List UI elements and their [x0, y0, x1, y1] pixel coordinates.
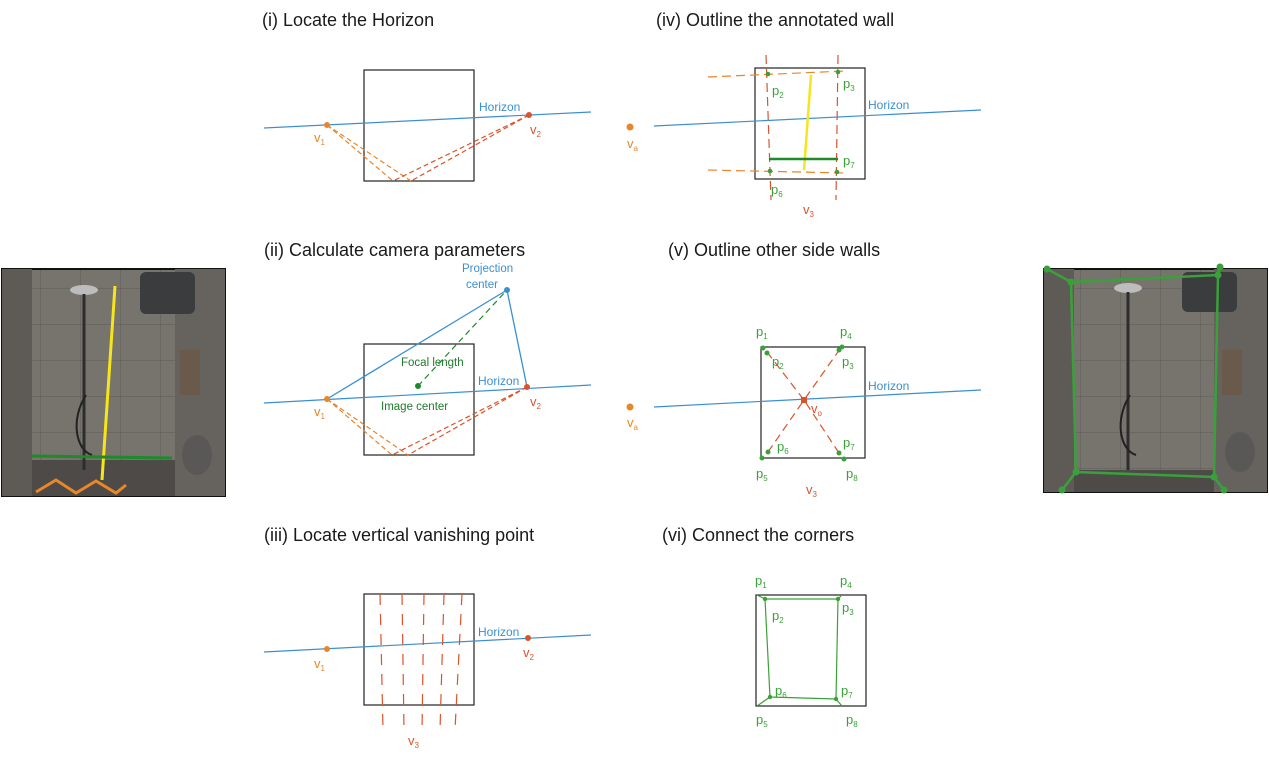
vanishing-point-vo — [801, 397, 807, 403]
label-v3: v3 — [408, 733, 420, 750]
vertical-lines — [379, 593, 463, 731]
horizon-label: Horizon — [868, 98, 909, 112]
panel-title-i: (i) Locate the Horizon — [262, 10, 435, 30]
panel-vi-diagram: p1 p4 p2 p3 p6 p7 p5 p8 — [755, 573, 867, 729]
label-v2: v2 — [530, 122, 542, 139]
image-center-label: Image center — [381, 401, 448, 413]
label-va: va — [627, 415, 639, 432]
panel-iii-diagram: Horizon v1 v2 v3 — [263, 593, 592, 750]
horizon-label: Horizon — [478, 625, 519, 639]
panel-title-iii: (iii) Locate vertical vanishing point — [264, 525, 535, 545]
focal-length-label: Focal length — [401, 357, 464, 369]
annotation-wall-line — [31, 454, 173, 460]
panel-i-diagram: Horizon v1 v2 — [263, 69, 592, 182]
horizon-line — [263, 384, 592, 404]
panel-title-v: (v) Outline other side walls — [668, 240, 881, 260]
panel-title-vi: (vi) Connect the corners — [662, 525, 855, 545]
label-v2: v2 — [523, 645, 535, 662]
label-p6: p6 — [777, 439, 789, 456]
image-frame — [363, 69, 475, 182]
label-p7: p7 — [843, 153, 855, 170]
label-p1: p1 — [756, 324, 768, 341]
shower-head — [70, 285, 98, 295]
label-p8: p8 — [846, 712, 858, 729]
projection-center-label-2: center — [466, 279, 498, 291]
label-p2: p2 — [772, 608, 784, 625]
horizon-line — [263, 111, 592, 129]
projection-triangle — [326, 289, 528, 400]
label-p3: p3 — [843, 76, 855, 93]
panel-iv-diagram: Horizon va p2 p3 p7 p6 v3 — [626, 54, 982, 219]
label-vo: vo — [811, 401, 823, 418]
label-va: va — [627, 136, 639, 153]
annotation-vertical-line — [802, 74, 813, 171]
label-p6: p6 — [771, 182, 783, 199]
label-p5: p5 — [756, 712, 768, 729]
label-p6: p6 — [775, 683, 787, 700]
horizon-label: Horizon — [478, 374, 519, 388]
panel-ii-diagram: Horizon Projection center Focal length I… — [263, 263, 592, 456]
vanishing-point-v1 — [324, 122, 330, 128]
label-v1: v1 — [314, 656, 326, 673]
annotation-floor-zigzag — [35, 478, 127, 495]
connected-corners — [756, 594, 843, 707]
label-p2: p2 — [772, 83, 784, 100]
label-p4: p4 — [840, 573, 852, 590]
horizon-line — [653, 109, 982, 127]
horizon-line — [263, 634, 592, 653]
horizon-label: Horizon — [479, 100, 520, 114]
panel-title-ii: (ii) Calculate camera parameters — [264, 240, 526, 260]
label-p5: p5 — [756, 466, 768, 483]
label-v1: v1 — [314, 404, 326, 421]
water-heater — [140, 272, 195, 314]
panel-title-iv: (iv) Outline the annotated wall — [656, 10, 895, 30]
label-p7: p7 — [843, 435, 855, 452]
label-p8: p8 — [846, 466, 858, 483]
label-p3: p3 — [842, 354, 854, 371]
left-bathroom-photo — [1, 268, 226, 497]
annotation-vertical-line — [100, 285, 117, 481]
horizon-line — [653, 389, 982, 408]
vanishing-point-v2 — [526, 112, 532, 118]
label-p2: p2 — [772, 354, 784, 371]
label-v3: v3 — [803, 202, 815, 219]
vanishing-point-va — [626, 123, 634, 131]
projection-center-point — [504, 287, 510, 293]
right-bathroom-photo — [1043, 263, 1268, 494]
label-p3: p3 — [842, 600, 854, 617]
projection-center-label-1: Projection — [462, 263, 513, 275]
label-v2: v2 — [530, 394, 542, 411]
image-center-point — [415, 383, 421, 389]
label-v3: v3 — [806, 482, 818, 499]
focal-length-line — [417, 289, 508, 387]
panel-v-diagram: Horizon va vo p1 p4 p2 p3 p6 p7 p5 p8 v3 — [626, 324, 982, 499]
label-p4: p4 — [840, 324, 852, 341]
label-p1: p1 — [755, 573, 767, 590]
horizon-label: Horizon — [868, 379, 909, 393]
label-v1: v1 — [314, 130, 326, 147]
label-p7: p7 — [841, 683, 853, 700]
